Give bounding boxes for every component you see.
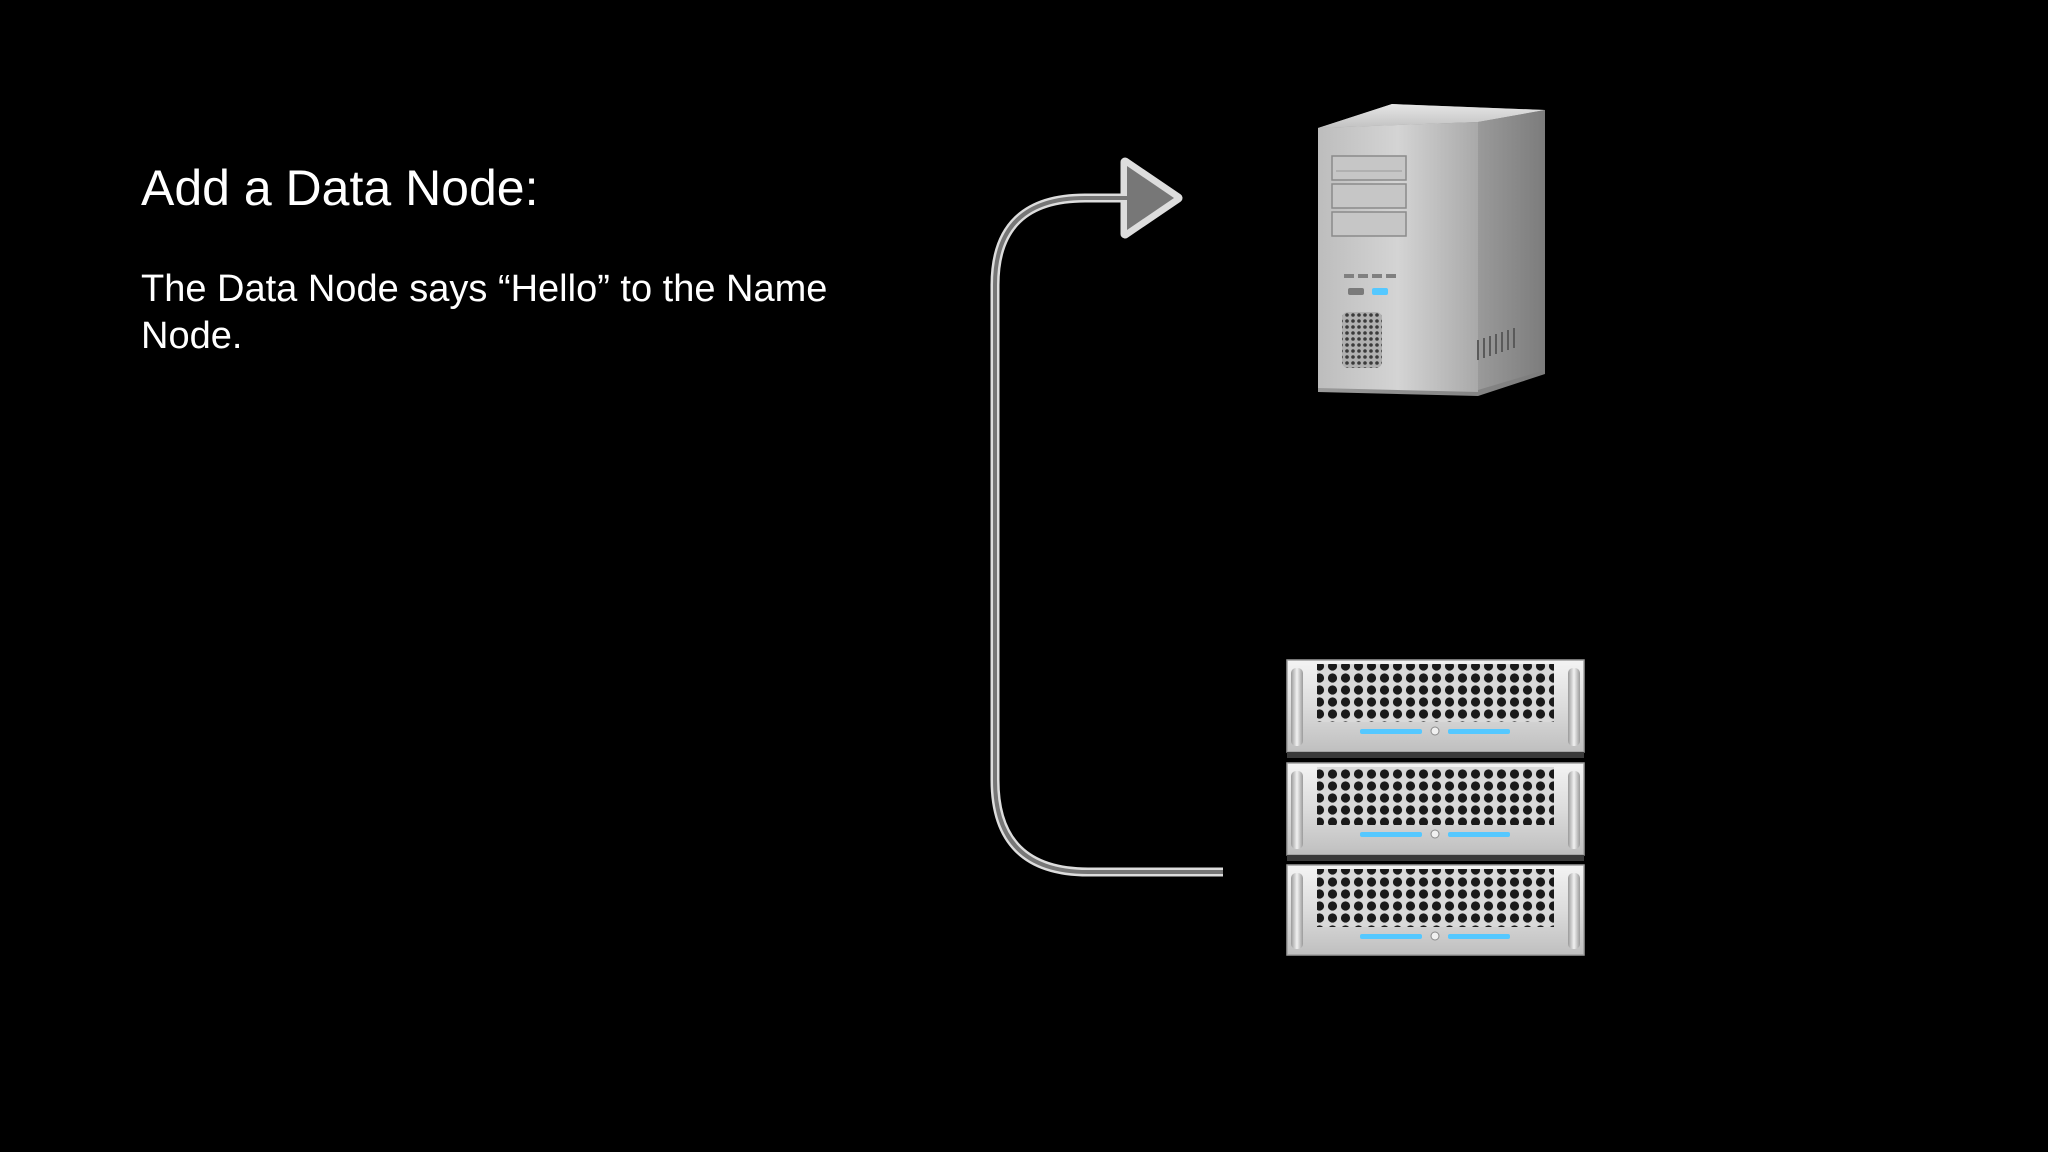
slide-title: Add a Data Node: <box>141 160 539 216</box>
slide-body-text: The Data Node says “Hello” to the Name N… <box>141 268 828 357</box>
hello-arrow <box>990 157 1223 877</box>
rack-server-icon <box>1286 659 1585 956</box>
rack-unit <box>1286 864 1585 956</box>
rack-unit <box>1286 659 1585 758</box>
tower-computer-icon <box>1318 104 1545 396</box>
rack-unit <box>1286 762 1585 861</box>
